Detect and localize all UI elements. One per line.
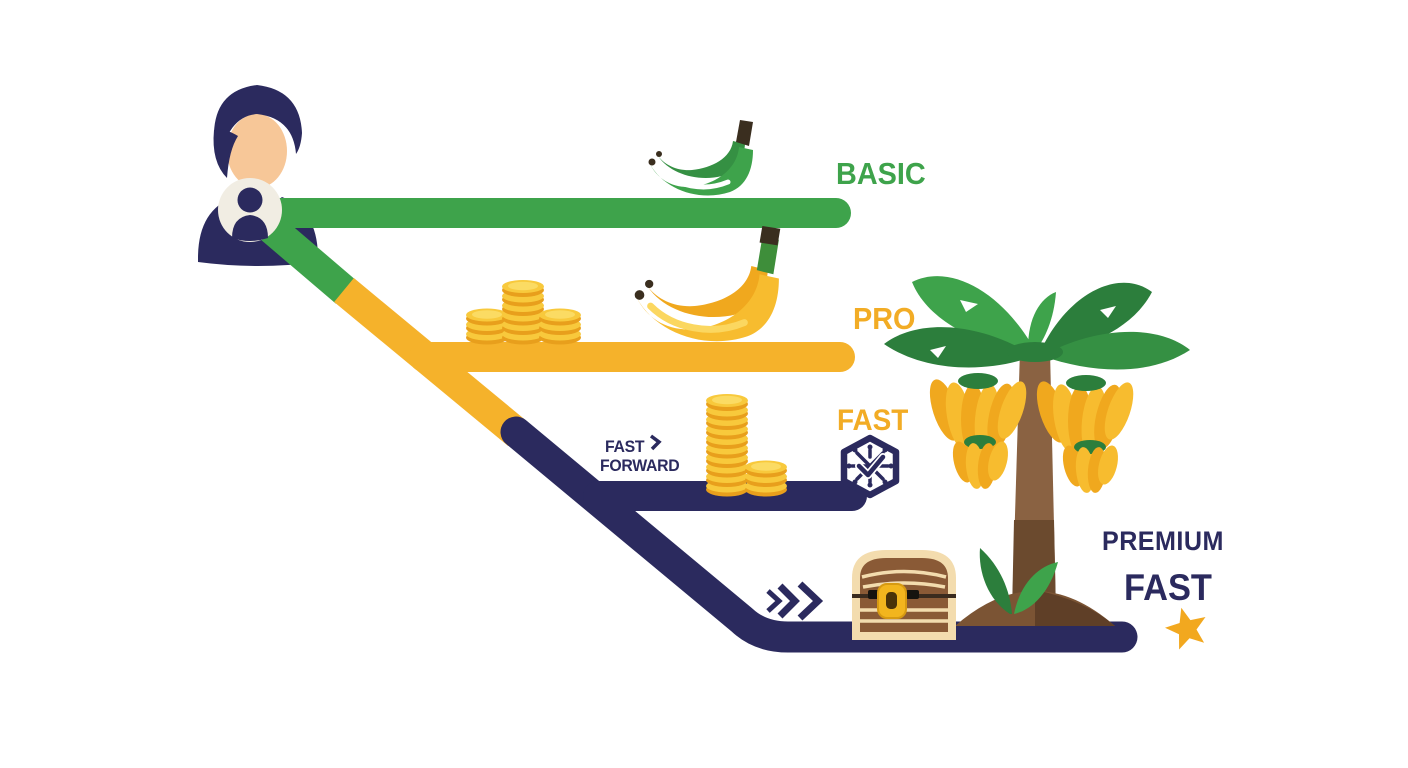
fast-forward-label-line2: FORWARD [600, 456, 680, 475]
tree-banana-cluster-small [952, 435, 1008, 489]
fast-forward-label-line1: FAST [605, 437, 645, 456]
banana-bunch-green-icon [648, 120, 753, 196]
fast-tier-label: FAST [837, 404, 909, 437]
tree-banana-cluster [929, 373, 1027, 454]
premium-tier-label-line2: FAST [1124, 567, 1212, 608]
tree-banana-cluster-small [1062, 440, 1118, 493]
fast-forward-arrow-icon [649, 434, 662, 451]
star-icon [1165, 607, 1206, 650]
pro-tier-label: PRO [853, 301, 916, 336]
user-badge-icon [218, 178, 282, 242]
coin-stacks-fast-icon [706, 394, 787, 497]
premium-path-bar [500, 416, 1138, 653]
coin-stacks-pro-icon [466, 280, 581, 345]
basic-tier-label: BASIC [836, 156, 926, 191]
double-chevron-icon [766, 581, 824, 621]
hexagon-badge-icon [840, 434, 900, 499]
tier-paths [253, 198, 1138, 653]
tree-banana-cluster [1036, 375, 1134, 456]
banana-tree-icon [884, 276, 1190, 626]
banana-bunch-yellow-icon [634, 226, 781, 342]
treasure-chest-icon [852, 550, 956, 640]
premium-tier-label-line1: PREMIUM [1102, 526, 1224, 556]
